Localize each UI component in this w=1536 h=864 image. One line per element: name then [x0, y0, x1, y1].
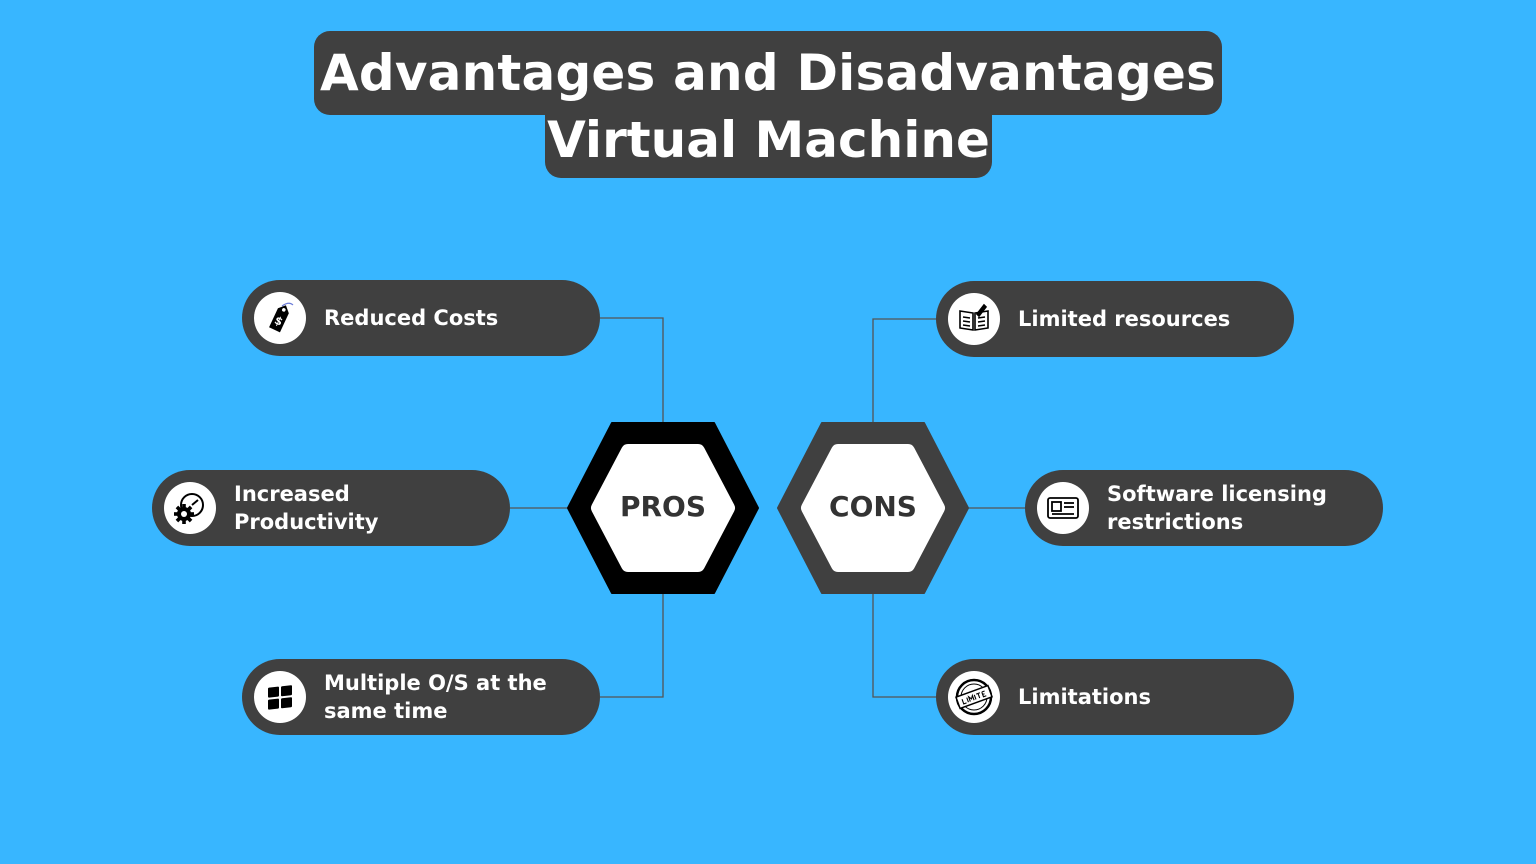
cons-item-limited-resources: Limited resources [936, 281, 1294, 357]
connector-cons-top [872, 318, 937, 425]
limited-stamp-icon [948, 671, 1000, 723]
cons-item-label: Limited resources [1018, 307, 1231, 331]
cons-item-label: Limitations [1018, 685, 1151, 709]
pros-label: PROS [619, 490, 707, 523]
connector-pros-top [600, 317, 664, 425]
pros-item-reduced-costs: $ Reduced Costs [242, 280, 600, 356]
cons-hexagon [777, 422, 969, 594]
cons-item-software-licensing: Software licensing restrictions [1025, 470, 1383, 546]
pros-item-label: Increased Productivity [234, 482, 379, 534]
connector-pros-bottom [600, 592, 664, 698]
page-title-line-1: Advantages and Disadvantages of [314, 31, 1222, 186]
price-tag-icon: $ [254, 292, 306, 344]
connector-cons-bottom [872, 592, 937, 698]
open-book-icon [948, 293, 1000, 345]
pros-hexagon [567, 422, 759, 594]
page-title-line-2: Virtual Machine [545, 112, 992, 178]
id-card-icon [1037, 482, 1089, 534]
cons-item-limitations: Limitations [936, 659, 1294, 735]
pros-item-increased-productivity: Increased Productivity [152, 470, 510, 546]
pros-item-label: Reduced Costs [324, 306, 499, 330]
pros-item-multiple-os: Multiple O/S at the same time [242, 659, 600, 735]
pros-item-label: Multiple O/S at the same time [324, 671, 547, 723]
cons-label: CONS [829, 490, 917, 523]
windows-logo-icon [254, 671, 306, 723]
cons-item-label: Software licensing restrictions [1107, 482, 1327, 534]
gear-speedometer-icon [164, 482, 216, 534]
